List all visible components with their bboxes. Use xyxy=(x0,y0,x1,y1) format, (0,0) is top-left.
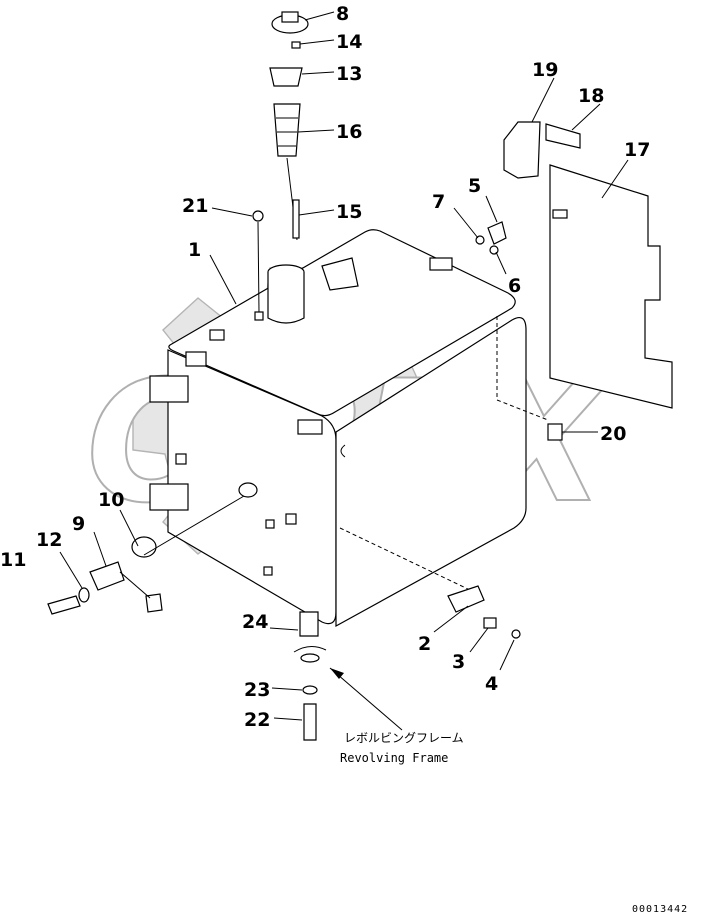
gasket-10 xyxy=(131,536,157,558)
strainer-ribs xyxy=(276,117,298,147)
callout-9: 9 xyxy=(72,513,85,535)
tank-top-face xyxy=(168,229,516,417)
annotation-english: Revolving Frame xyxy=(340,751,448,765)
sensor-float xyxy=(145,593,163,613)
callout-7: 7 xyxy=(432,191,445,213)
washer-12 xyxy=(78,587,90,603)
fuel-tank xyxy=(149,229,549,628)
frame-curve xyxy=(293,646,327,653)
callout-19: 19 xyxy=(532,59,558,81)
strainer xyxy=(273,103,301,157)
drain-valve xyxy=(547,423,563,441)
breather-elbow xyxy=(254,311,264,321)
top-plate-2 xyxy=(429,257,453,271)
callout-8: 8 xyxy=(336,3,349,25)
filler-adapter xyxy=(269,67,303,87)
callout-10: 10 xyxy=(98,489,124,511)
callout-15: 15 xyxy=(336,201,362,223)
callout-4: 4 xyxy=(485,673,498,695)
tank-side-face xyxy=(335,317,527,628)
callout-labels: 1 2 3 4 5 6 7 8 9 10 11 12 13 14 15 16 1… xyxy=(0,3,650,731)
cap-assembly xyxy=(269,11,309,241)
callout-24: 24 xyxy=(242,611,268,633)
fuel-cap-top xyxy=(281,11,299,23)
pad-18 xyxy=(545,123,581,149)
top-plate xyxy=(209,329,225,341)
annotation-japanese: レボルビングフレーム xyxy=(344,731,464,745)
callout-22: 22 xyxy=(244,709,270,731)
callout-23: 23 xyxy=(244,679,270,701)
breather xyxy=(252,210,264,222)
callout-21: 21 xyxy=(182,195,208,217)
tank-hidden-line-2 xyxy=(339,527,471,591)
washer-23 xyxy=(302,685,318,695)
dipstick xyxy=(292,199,300,239)
tank-lug xyxy=(285,513,297,525)
elbow-fitting xyxy=(487,221,507,245)
insulation-plate xyxy=(549,164,673,409)
bolt-11 xyxy=(47,595,81,615)
bolt-22 xyxy=(303,703,317,741)
callout-16: 16 xyxy=(336,121,362,143)
drawing-code: 00013442 xyxy=(632,904,688,915)
tank-lug xyxy=(175,453,187,465)
sight-gauge-port xyxy=(238,482,258,498)
tank-hidden-line xyxy=(496,316,549,421)
level-sensor xyxy=(89,561,125,591)
callout-3: 3 xyxy=(452,651,465,673)
callout-14: 14 xyxy=(336,31,362,53)
tank-lug xyxy=(263,566,273,576)
tank-hook xyxy=(340,444,346,458)
insulation-notch xyxy=(552,209,568,219)
drain-cock xyxy=(447,585,485,613)
cap-pin xyxy=(291,41,301,49)
callout-12: 12 xyxy=(36,529,62,551)
callout-2: 2 xyxy=(418,633,431,655)
callout-5: 5 xyxy=(468,175,481,197)
small-parts xyxy=(47,121,673,741)
top-bracket xyxy=(321,257,359,291)
tank-bracket xyxy=(297,419,323,435)
block-19 xyxy=(503,121,541,179)
plug-3 xyxy=(483,617,497,629)
callout-18: 18 xyxy=(578,85,604,107)
leader-lines xyxy=(59,11,629,721)
tank-bracket xyxy=(185,351,207,367)
callout-20: 20 xyxy=(600,423,626,445)
annotation-arrow-line xyxy=(329,667,403,731)
shim-24 xyxy=(299,611,319,637)
annotation-arrowhead xyxy=(330,668,344,679)
callout-6: 6 xyxy=(508,275,521,297)
o-ring-4 xyxy=(511,629,521,639)
callout-17: 17 xyxy=(624,139,650,161)
filler-neck xyxy=(267,272,305,324)
float-arm xyxy=(119,571,151,599)
callout-13: 13 xyxy=(336,63,362,85)
callout-1: 1 xyxy=(188,239,201,261)
washer-24 xyxy=(300,653,320,663)
tank-bracket xyxy=(149,483,189,511)
tank-lug xyxy=(265,519,275,529)
breather-tube xyxy=(257,221,260,313)
callout-11: 11 xyxy=(0,549,26,571)
tank-bracket xyxy=(149,375,189,403)
